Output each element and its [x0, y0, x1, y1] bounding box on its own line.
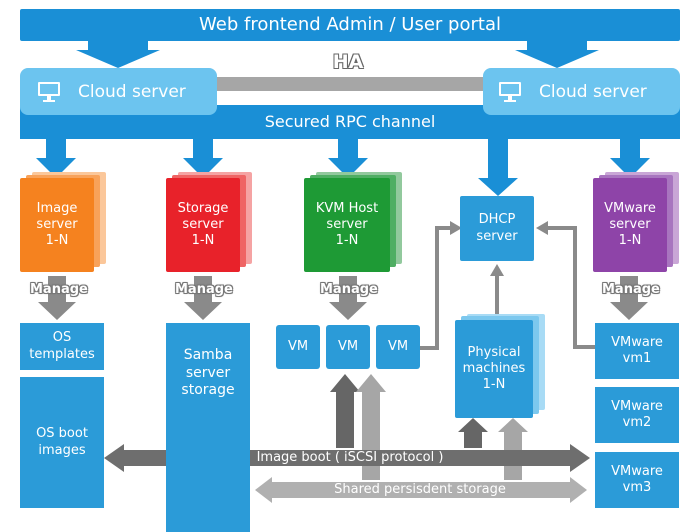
monitor-icon — [499, 81, 521, 103]
ha-label: HA — [332, 51, 364, 74]
vm-box: VM — [326, 325, 370, 369]
manage-label-storage: Manage — [175, 282, 233, 297]
storage-server-label: Storage server 1-N — [177, 200, 229, 249]
dhcp-server: DHCP server — [460, 196, 534, 261]
arrow-manage-vmware — [610, 276, 648, 320]
vmware-server-label: VMware server 1-N — [604, 200, 656, 249]
cloud-server-right-label: Cloud server — [539, 81, 647, 102]
arrow-rpc-image — [36, 138, 76, 178]
image-server: Image server 1-N — [20, 172, 106, 276]
arrow-up-phys-light — [498, 418, 528, 480]
os-boot-images: OS boot images — [20, 377, 104, 508]
cloud-server-left: Cloud server — [20, 68, 217, 115]
arrow-rpc-storage — [183, 138, 223, 178]
arrow-vmwarevm-dhcp — [545, 226, 595, 349]
monitor-icon — [38, 81, 60, 103]
arrow-frontend-right — [515, 40, 599, 68]
physical-machines-label: Physical machines 1-N — [462, 344, 526, 393]
cloud-server-left-label: Cloud server — [78, 81, 186, 102]
vmware-vm: VMware vm2 — [595, 387, 679, 443]
shared-storage-label: Shared persisdent storage — [334, 481, 506, 497]
image-server-label: Image server 1-N — [36, 200, 78, 249]
os-templates: OS templates — [20, 323, 104, 370]
vmware-vm: VMware vm1 — [595, 323, 679, 379]
rpc-channel-label: Secured RPC channel — [264, 112, 436, 131]
arrow-manage-image — [38, 276, 76, 320]
arrow-frontend-left — [76, 40, 160, 68]
physical-machines: Physical machines 1-N — [455, 314, 547, 422]
kvm-host-server-label: KVM Host server 1-N — [315, 200, 379, 249]
arrow-up-vm-dark — [330, 374, 360, 448]
vmware-vm: VMware vm3 — [595, 452, 679, 508]
ha-bar — [215, 77, 490, 91]
web-frontend-label: Web frontend Admin / User portal — [199, 13, 501, 35]
samba-server-storage: Samba server storage — [166, 323, 250, 532]
kvm-host-server: KVM Host server 1-N — [304, 172, 402, 276]
vm-box: VM — [276, 325, 320, 369]
image-boot-label: Image boot ( iSCSI protocol ) — [256, 449, 444, 465]
vm-box: VM — [376, 325, 420, 369]
cloud-server-right: Cloud server — [483, 68, 680, 115]
vmware-server: VMware server 1-N — [593, 172, 679, 276]
arrow-rpc-kvm — [328, 138, 368, 178]
arrow-rpc-vmware — [610, 138, 650, 178]
manage-label-image: Manage — [30, 282, 88, 297]
storage-server: Storage server 1-N — [166, 172, 252, 276]
web-frontend-bar: Web frontend Admin / User portal — [20, 9, 680, 41]
dhcp-server-label: DHCP server — [476, 212, 518, 244]
manage-label-kvm: Manage — [320, 282, 378, 297]
arrow-up-phys-dark — [458, 418, 488, 448]
manage-label-vmware: Manage — [602, 282, 660, 297]
arrow-rpc-dhcp — [478, 138, 518, 196]
arrow-vm-dhcp — [420, 226, 455, 350]
shared-storage-arrow — [255, 477, 587, 503]
arrow-manage-storage — [184, 276, 222, 320]
arrow-manage-kvm — [329, 276, 367, 320]
